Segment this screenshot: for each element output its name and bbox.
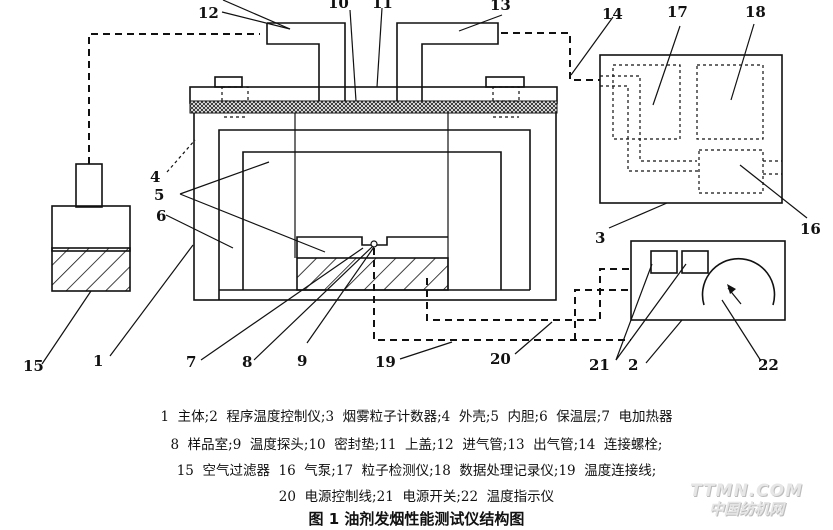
watermark-site-name: 中国纺机网	[708, 499, 784, 518]
test-apparatus-diagram: 12 10 11 13 14 17 18 4 5 6 3 16 15 1 7 8…	[23, 0, 821, 375]
leader-lines	[41, 0, 808, 365]
label-5: 5	[154, 186, 164, 204]
label-6: 6	[156, 207, 166, 225]
legend-line-1: 1 主体;2 程序温度控制仪;3 烟雾粒子计数器;4 外壳;5 内胆;6 保温层…	[160, 409, 673, 425]
temperature-indicator	[701, 258, 776, 306]
legend-line-4: 20 电源控制线;21 电源开关;22 温度指示仪	[278, 489, 555, 505]
connection-lines	[88, 32, 631, 341]
legend-line-3: 15 空气过滤器 16 气泵;17 粒子检测仪;18 数据处理记录仪;19 温度…	[176, 463, 657, 479]
program-temperature-controller	[630, 240, 786, 321]
temperature-probe	[370, 240, 378, 248]
label-8: 8	[242, 353, 252, 371]
power-switch-2	[681, 250, 709, 274]
air-pump	[698, 149, 764, 194]
label-20: 20	[490, 350, 511, 368]
label-18: 18	[745, 3, 766, 21]
data-processing-recorder	[696, 64, 764, 140]
label-4: 4	[150, 168, 160, 186]
label-11: 11	[372, 0, 393, 12]
upper-cover	[189, 86, 558, 114]
watermark: TTMN.COM 中国纺机网	[690, 482, 803, 517]
label-22: 22	[758, 356, 779, 374]
label-3: 3	[595, 229, 605, 247]
figure-caption: 图 1 油剂发烟性能测试仪结构图	[308, 510, 525, 528]
label-13: 13	[490, 0, 511, 14]
air-filter	[51, 163, 131, 292]
label-7: 7	[186, 353, 196, 371]
connecting-bolt-right	[485, 76, 525, 118]
part-labels: 12 10 11 13 14 17 18 4 5 6 3 16 15 1 7 8…	[23, 0, 821, 375]
label-2: 2	[628, 356, 638, 374]
label-16: 16	[800, 220, 821, 238]
label-9: 9	[297, 352, 307, 370]
outlet-pipe	[396, 22, 499, 101]
sample-chamber	[296, 236, 449, 291]
smoke-particle-counter	[599, 54, 783, 204]
label-10: 10	[328, 0, 349, 12]
label-15: 15	[23, 357, 44, 375]
label-19: 19	[375, 353, 396, 371]
label-17: 17	[667, 3, 688, 21]
label-1: 1	[93, 352, 103, 370]
power-switch-1	[650, 250, 678, 274]
legend-line-2: 8 样品室;9 温度探头;10 密封垫;11 上盖;12 进气管;13 出气管;…	[170, 437, 663, 453]
watermark-domain: TTMN.COM	[689, 481, 803, 501]
particle-detector	[612, 64, 681, 140]
label-14: 14	[602, 5, 623, 23]
inlet-pipe	[266, 22, 346, 101]
label-12: 12	[198, 4, 219, 22]
connecting-bolt-left	[214, 76, 249, 118]
label-21: 21	[589, 356, 610, 374]
